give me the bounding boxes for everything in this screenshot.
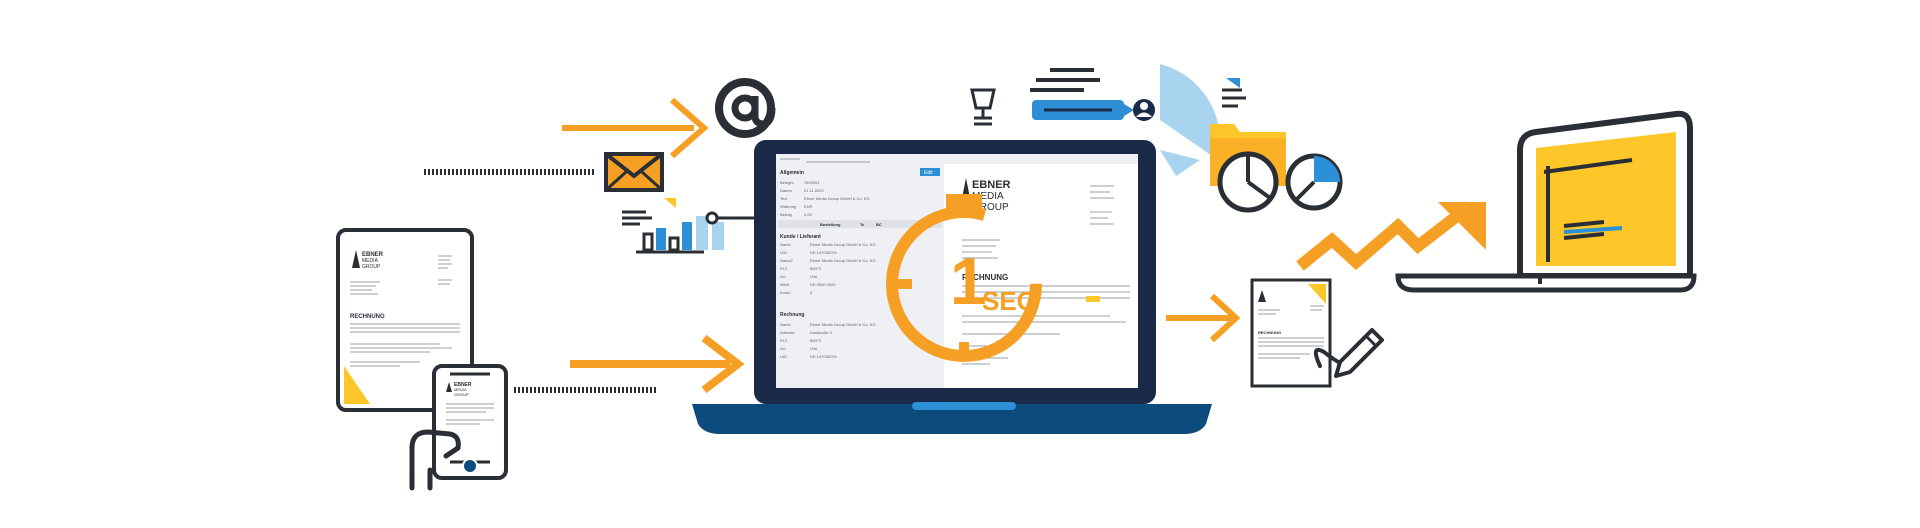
arrow-to-document-icon [1166,293,1241,343]
row-label: PLZ [780,266,788,271]
screen-action-button-label: Edit [924,170,933,176]
phone-logo-line3: GROUP [454,392,469,397]
row-label: Name [780,242,791,247]
signature-pen-icon [1313,328,1384,378]
row-value: Karlstraße 3 [810,330,833,335]
row-label: Name [780,322,791,327]
text-lines-icon [1030,68,1100,92]
small-doc-heading: RECHNUNG [1258,330,1281,335]
row-label: Betrag [780,212,792,217]
pie-chart-icon [1217,151,1343,213]
row-value: 0 [810,290,813,295]
paper-logo-line1: EBNER [362,252,384,258]
rows-invoice: Name Ebner Media Group GmbH & Co. KG Adr… [780,322,876,359]
rows-general: Belegnr. 7603051 Datum 01.11.2022 Text E… [780,180,870,217]
stopwatch-unit: SEC [982,286,1036,316]
row-label: Datum [780,188,792,193]
chat-bubble-icon [1032,100,1134,120]
screen-content: Allgemein Edit Belegnr. 7603051 Datum 01… [776,154,1138,388]
row-value: DE 0000 0000 [810,282,836,287]
row-label: Währung [780,204,796,209]
table-header-cell: Bestellung [820,222,841,227]
paper-heading: RECHNUNG [350,314,385,320]
screen-action-button[interactable] [920,168,940,176]
row-label: Name2 [780,258,794,263]
row-value: 89073 [810,338,822,343]
arrow-to-laptop-icon [570,334,745,394]
screen-logo-line2: MEDIA [972,191,1004,202]
paper-logo-line3: GROUP [362,264,381,270]
right-laptop-icon [1395,110,1697,293]
row-value: Ebner Media Group GmbH & Co. KG [810,258,876,263]
row-value: Ebner Media Group GmbH & Co. KG [810,242,876,247]
row-value: Ulm [810,346,818,351]
screen-doc-heading: RECHNUNG [962,273,1008,282]
row-value: EUR [804,204,813,209]
hand-icon [409,429,478,491]
table-header-cell: Tc [860,222,865,227]
user-icon [1133,99,1155,121]
arrow-to-at-icon [562,97,709,159]
row-label: PLZ [780,338,788,343]
section-general-label: Allgemein [780,170,804,176]
row-label: Ort [780,346,786,351]
row-label: USt [780,250,788,255]
row-label: Ort [780,274,786,279]
row-label: Adresse [780,330,795,335]
screen-logo-line3: GROUP [972,202,1009,213]
small-document-icon: RECHNUNG [1250,278,1332,388]
row-label: UID [780,354,787,359]
at-sign-icon [715,78,776,138]
section-vendor-label: Kunde / Lieferant [780,234,821,240]
rows-vendor: Name Ebner Media Group GmbH & Co. KG USt… [780,242,876,295]
envelope-icon [604,152,664,192]
row-value: DE 147066759 [810,250,837,255]
row-value: Ulm [810,274,818,279]
row-value: Ebner Media Group GmbH & Co. KG [804,196,870,201]
doc-lines-icon [1222,78,1246,108]
phone-logo-line2: MEDIA [454,387,467,392]
stopwatch-number: 1 [950,244,987,318]
row-value: DE 147066759 [810,354,837,359]
lamp-icon [970,88,996,126]
row-value: Ebner Media Group GmbH & Co. KG [810,322,876,327]
phone-logo-line1: EBNER [454,382,472,388]
row-label: Text [780,196,788,201]
row-value: 89073 [810,266,822,271]
stopwatch-icon: 1 SEC [886,194,1042,362]
row-label: IBAN [780,282,789,287]
row-value: 0,00 [804,212,813,217]
table-header-cell: BC [876,222,882,227]
row-label: Konto [780,290,791,295]
screen-logo-line1: EBNER [972,179,1011,191]
paper-logo-line2: MEDIA [362,258,379,264]
bar-chart-icon [622,198,758,254]
section-invoice-label: Rechnung [780,312,804,318]
row-value: 7603051 [804,180,820,185]
row-label: Belegnr. [780,180,795,185]
row-value: 01.11.2022 [804,188,824,193]
trend-arrow-icon [1296,201,1486,271]
pie-chart-icon-large [1160,64,1221,176]
